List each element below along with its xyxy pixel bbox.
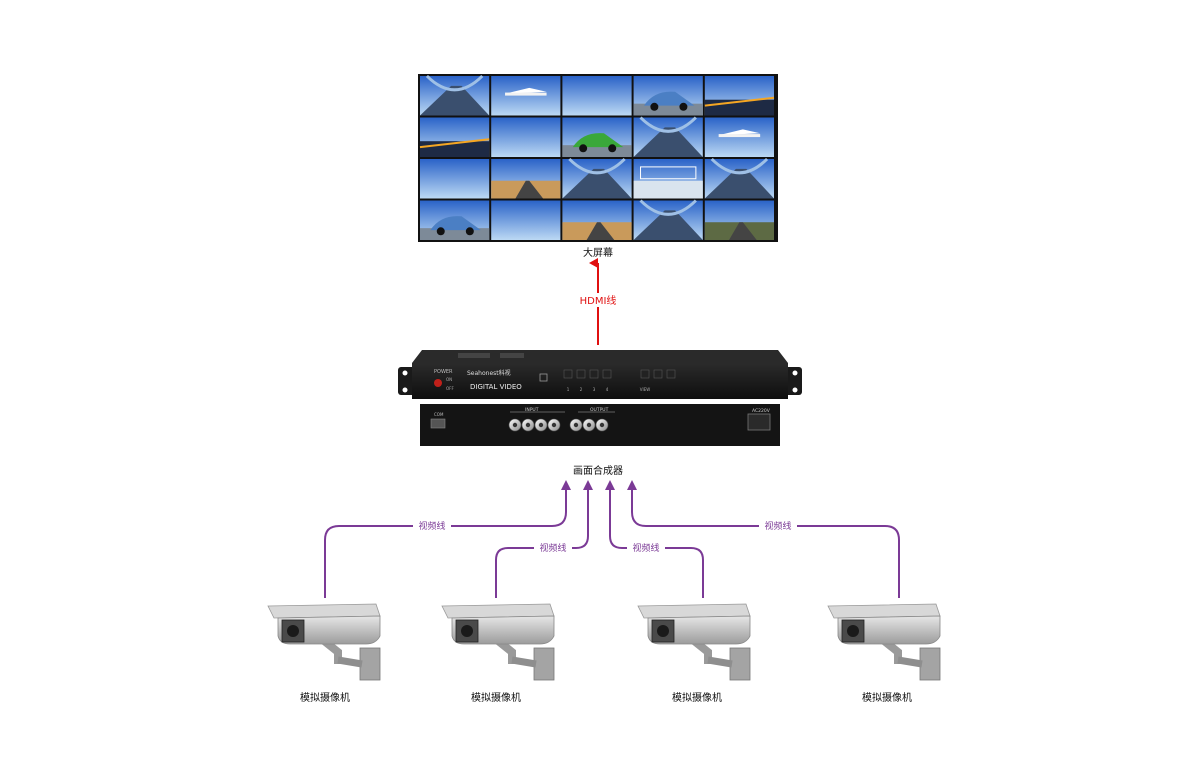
- video-tile-car: [633, 76, 703, 116]
- rack-ear-left: [398, 367, 416, 395]
- vent-icon: [500, 353, 524, 358]
- video-tile-city: [704, 76, 775, 116]
- power-on-label: ON: [446, 377, 452, 382]
- camera-label-1: 模拟摄像机: [300, 691, 350, 704]
- video-cable-1: [324, 488, 567, 598]
- video-cable-arrowheads: [561, 480, 637, 490]
- hdmi-cable-label: HDMI线: [580, 294, 617, 307]
- power-label: POWER: [434, 369, 453, 375]
- key-number: 1: [567, 387, 570, 392]
- bnc-connector-icon: [521, 418, 535, 432]
- video-tile-city: [419, 117, 490, 157]
- model-label: DIGITAL VIDEO: [470, 383, 522, 391]
- video-tile-road: [704, 200, 774, 240]
- video-tile-desert-road: [491, 159, 561, 199]
- video-cable-label-1: 视频线: [418, 520, 445, 532]
- video-tile-desert: [562, 200, 632, 240]
- rack-hole-icon: [402, 370, 408, 376]
- video-tile-tunnel: [562, 157, 632, 199]
- video-cable-4: [631, 488, 900, 598]
- input-label: INPUT: [525, 407, 539, 413]
- key-number: 4: [606, 387, 609, 392]
- key-button: [640, 369, 650, 379]
- cable-label-bg: [627, 541, 665, 554]
- front-keypad: 1 2 3 4 VIEW: [539, 369, 676, 392]
- video-cable-label-3: 视频线: [632, 542, 659, 554]
- video-tile-airplane: [491, 76, 561, 116]
- bnc-connector-icon: [595, 418, 609, 432]
- video-tile-car: [420, 200, 490, 240]
- camera-label-3: 模拟摄像机: [672, 691, 722, 704]
- frame-combiner-device: POWER ON OFF Seahonest科视 DIGITAL VIDEO 1…: [398, 350, 802, 446]
- key-button: [563, 369, 573, 379]
- brand-logo: Seahonest科视: [467, 369, 511, 377]
- rack-hole-icon: [792, 370, 798, 376]
- rack-ear-right: [784, 367, 802, 395]
- arrow-up-icon: [605, 480, 615, 490]
- video-tile-bridge: [420, 74, 490, 116]
- ac-socket-icon: [747, 413, 771, 431]
- video-cables: [324, 488, 900, 598]
- arrow-up-icon: [583, 480, 593, 490]
- arrow-up-icon: [561, 480, 571, 490]
- video-tile-tunnel: [633, 199, 703, 240]
- com-port-label: COM: [434, 412, 444, 417]
- video-tile-tunnel: [633, 116, 703, 157]
- camera-label-4: 模拟摄像机: [862, 691, 912, 704]
- video-wall-tiles: [419, 74, 775, 240]
- combiner-label: 画面合成器: [573, 464, 623, 477]
- video-tile-sky: [562, 76, 632, 116]
- analog-camera-icon: [441, 603, 555, 681]
- output-label: OUTPUT: [590, 407, 609, 413]
- video-tile-sky: [491, 117, 561, 157]
- power-off-label: OFF: [446, 386, 454, 391]
- bnc-connector-icon: [534, 418, 548, 432]
- bnc-connector-icon: [508, 418, 522, 432]
- key-button: [602, 369, 612, 379]
- cameras: [267, 603, 941, 681]
- analog-camera-icon: [637, 603, 751, 681]
- bnc-connectors: [508, 418, 609, 432]
- bnc-connector-icon: [569, 418, 583, 432]
- cable-label-bg: [759, 519, 797, 532]
- cable-label-bg: [413, 519, 451, 532]
- view-key-label: VIEW: [640, 387, 650, 392]
- bnc-connector-icon: [582, 418, 596, 432]
- video-tile-sky: [491, 200, 561, 240]
- video-cable-label-4: 视频线: [764, 520, 791, 532]
- key-button: [589, 369, 599, 379]
- video-cable-label-2: 视频线: [539, 542, 566, 554]
- key-number: 3: [593, 387, 596, 392]
- bnc-connector-icon: [547, 418, 561, 432]
- com-port-icon: [430, 418, 446, 429]
- video-wall: [418, 74, 778, 242]
- video-tile-airplane: [704, 117, 774, 157]
- rack-hole-icon: [402, 387, 408, 393]
- vent-icon: [458, 353, 490, 358]
- grid-icon: [539, 373, 548, 382]
- analog-camera-icon: [827, 603, 941, 681]
- video-tile-sky: [420, 159, 490, 199]
- hdmi-label-bg: [578, 293, 618, 307]
- analog-camera-icon: [267, 603, 381, 681]
- video-tile-interior: [633, 159, 703, 199]
- camera-label-2: 模拟摄像机: [471, 691, 521, 704]
- screen-label: 大屏幕: [583, 246, 613, 259]
- video-tile-green-car: [562, 117, 632, 157]
- key-number: 2: [580, 387, 583, 392]
- power-switch-icon: [434, 379, 442, 387]
- device-front-panel: [412, 363, 788, 399]
- ac-power-label: AC220V: [752, 408, 771, 414]
- arrow-up-icon: [627, 480, 637, 490]
- key-button: [666, 369, 676, 379]
- cable-label-bg: [534, 541, 572, 554]
- video-tile-tunnel: [704, 157, 774, 199]
- rack-hole-icon: [792, 387, 798, 393]
- key-button: [576, 369, 586, 379]
- key-button: [653, 369, 663, 379]
